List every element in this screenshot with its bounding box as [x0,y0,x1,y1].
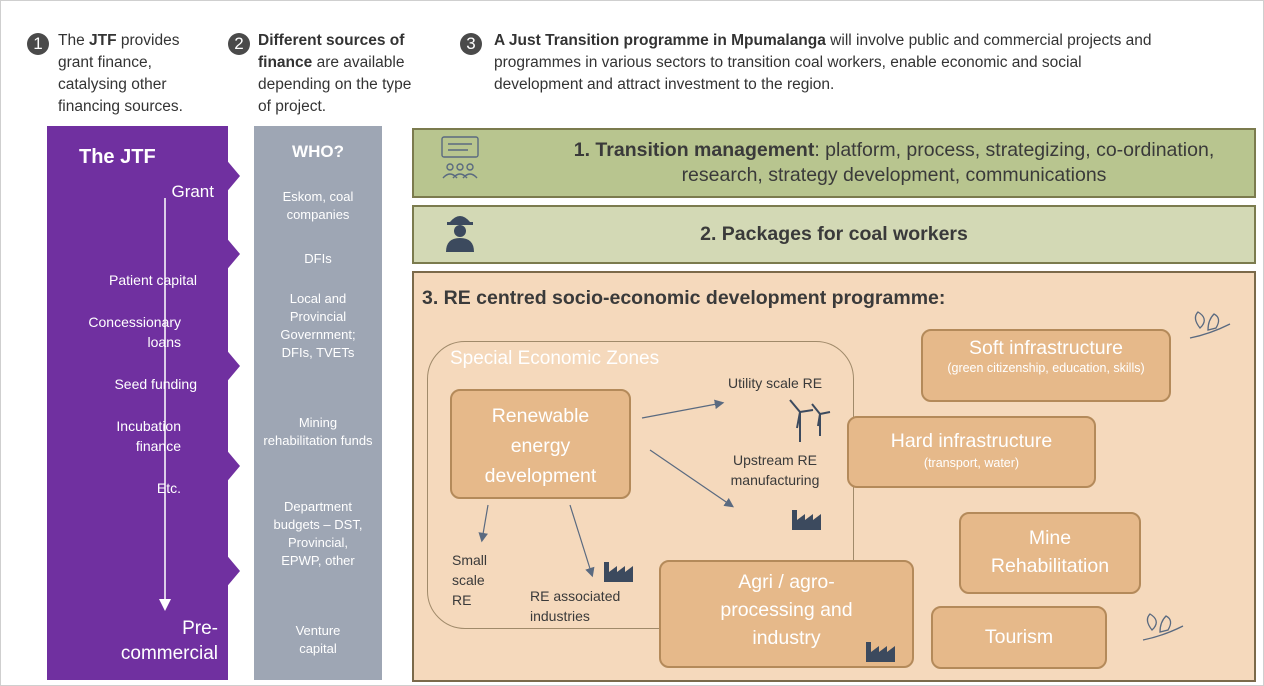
jtf-item: Patient capital [109,272,197,288]
who-item: DFIs [304,251,332,266]
hard-infrastructure-card: Hard infrastructure (transport, water) [847,416,1096,488]
mine-rehabilitation-text: Mine Rehabilitation [990,527,1110,577]
programme-1-text: 1. Transition management: platform, proc… [573,139,1215,186]
plant-hand-icon [1189,311,1231,339]
re-associated-label: RE associated industries [530,588,621,624]
who-column: WHO? Eskom, coal companies DFIs Local an… [254,126,382,680]
factory-icon [604,562,633,582]
soft-infrastructure-title: Soft infrastructure [969,337,1123,359]
jtf-item: Seed funding [114,376,197,392]
mine-rehabilitation-card: Mine Rehabilitation [959,512,1141,594]
purple-arrow-icon [206,235,240,273]
purple-arrow-icon [206,157,240,195]
who-item: Eskom, coal companies [282,189,354,222]
plant-hand-icon [1142,613,1184,641]
programme-1-box: 1. Transition management: platform, proc… [412,128,1256,198]
renewable-energy-text: Renewable energy development [484,405,597,487]
tourism-text: Tourism [984,626,1054,648]
step-3-number: 3 [460,33,482,55]
renewable-energy-card: Renewable energy development [450,389,631,499]
arrow-to-upstream [649,449,734,508]
arrow-to-associated [569,504,595,578]
jtf-item: Etc. [156,480,181,496]
soft-infrastructure-card: Soft infrastructure (green citizenship, … [921,329,1171,402]
jtf-grant-label: Grant [171,182,214,201]
factory-icon [792,510,821,530]
tourism-card: Tourism [931,606,1107,669]
agri-processing-card: Agri / agro-processing and industry [659,560,914,668]
agri-processing-text: Agri / agro-processing and industry [720,571,853,649]
purple-arrow-icon [206,447,240,485]
purple-arrow-icon [206,552,240,590]
who-title: WHO? [292,142,344,161]
programme-3-title: 3. RE centred socio-economic development… [422,287,946,309]
soft-infrastructure-sub: (green citizenship, education, skills) [947,361,1145,375]
jtf-title: The JTF [79,146,156,168]
programme-2-box: 2. Packages for coal workers [412,205,1256,264]
meeting-icon [441,136,479,179]
step-2-number: 2 [228,33,250,55]
who-item: Venture capital [295,623,341,656]
programme-2-text: 2. Packages for coal workers [700,223,968,245]
worker-icon [446,216,474,252]
wind-turbine-icon [789,399,831,442]
hard-infrastructure-title: Hard infrastructure [890,430,1053,452]
step-1-number: 1 [27,33,49,55]
step-2-text: Different sources of finance are availab… [258,32,412,115]
sez-label: Special Economic Zones [450,348,660,369]
jtf-precommercial-label: Pre-commercial [120,618,218,664]
who-item: Mining rehabilitation funds [263,415,373,448]
factory-icon [866,642,895,662]
arrow-to-small [478,504,489,543]
step-1-text: The JTF provides grant finance, catalysi… [58,32,183,115]
jtf-column: The JTF Grant Patient capital Concession… [47,126,228,680]
purple-arrow-icon [206,347,240,385]
arrow-to-utility [641,399,725,419]
small-scale-label: Small scale RE [452,552,488,608]
utility-scale-label: Utility scale RE [728,375,823,391]
who-item: Department budgets – DST, Provincial, EP… [273,499,363,568]
who-item: Local and Provincial Government; DFIs, T… [280,291,356,360]
hard-infrastructure-sub: (transport, water) [923,456,1020,470]
step-3-text: A Just Transition programme in Mpumalang… [494,32,1152,93]
purple-arrows [206,157,240,590]
upstream-label: Upstream RE manufacturing [730,452,820,488]
